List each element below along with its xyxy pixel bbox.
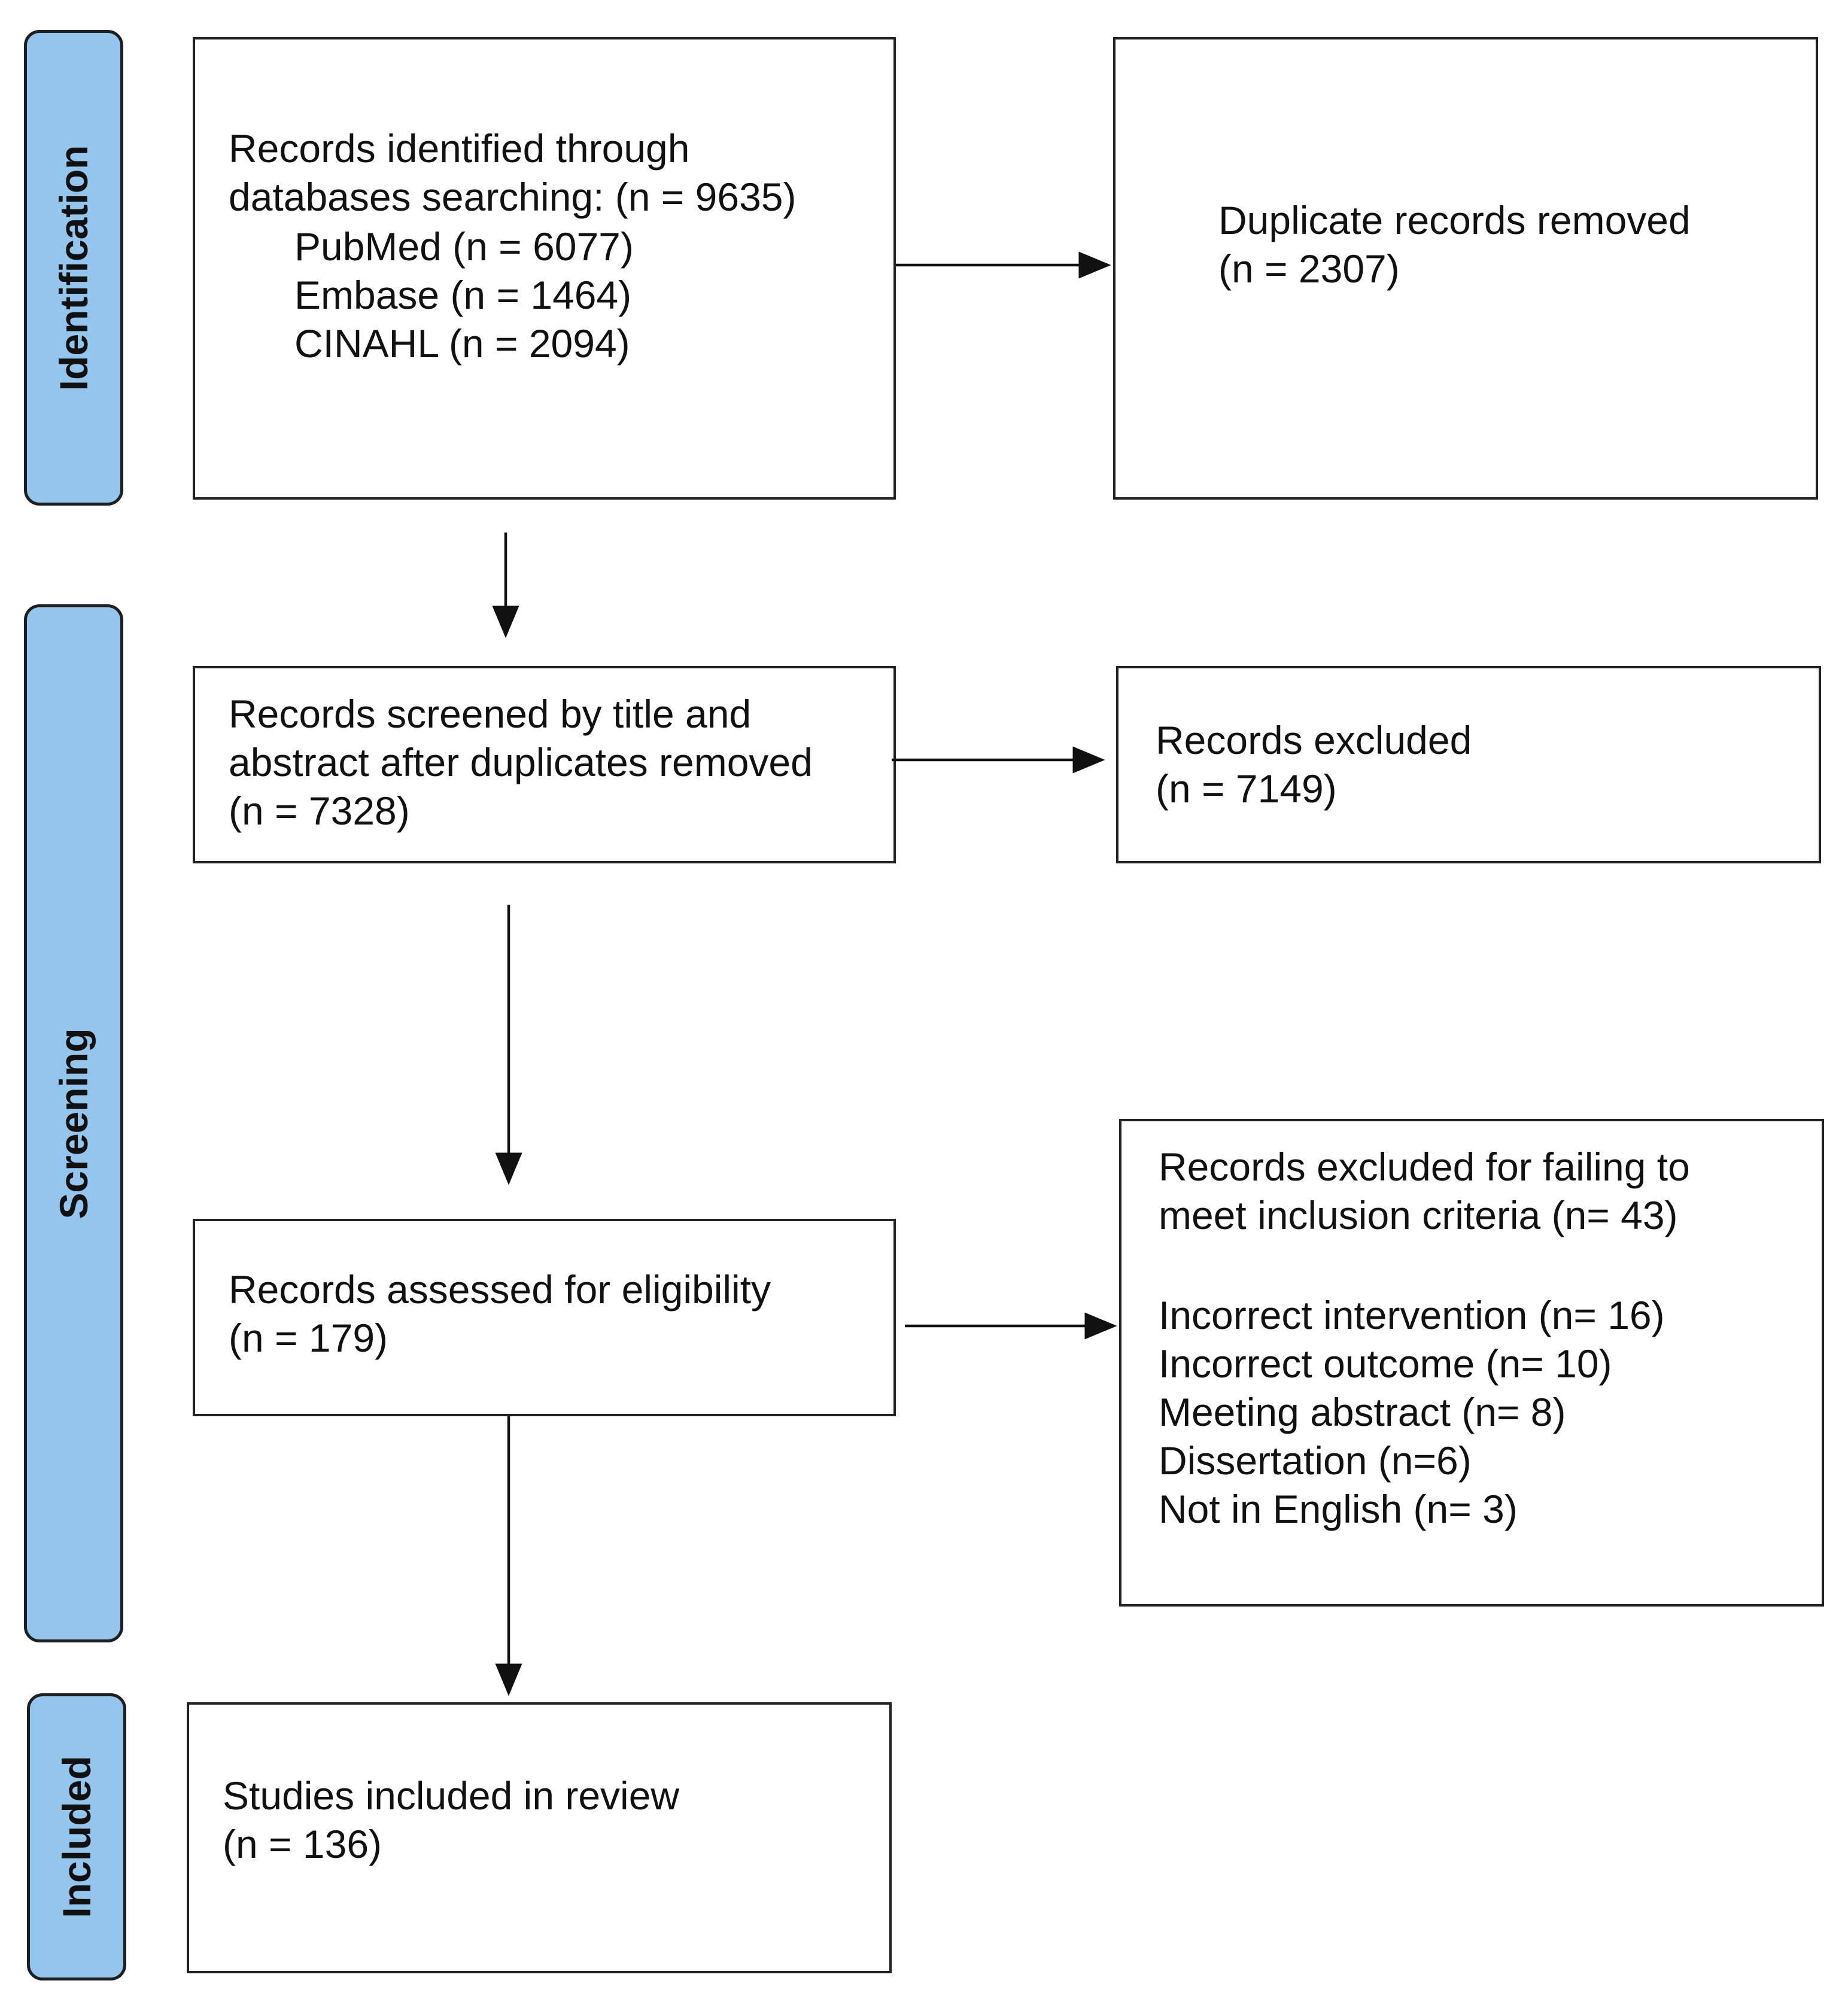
duplicates-text: Duplicate records removed (n = 2307) [1218,196,1691,293]
excluded-criteria-heading: Records excluded for failing to meet inc… [1159,1143,1690,1240]
screened-line-2: abstract after duplicates removed [229,740,813,784]
included-line-2: (n = 136) [223,1822,382,1866]
excluded-line-1: Records excluded [1156,718,1472,762]
excluded-text: Records excluded (n = 7149) [1156,716,1472,813]
eligibility-line-1: Records assessed for eligibility [229,1267,771,1312]
included-text: Studies included in review (n = 136) [223,1772,679,1869]
identified-records-box: Records identified through databases sea… [193,37,896,500]
identified-heading: Records identified through databases sea… [229,124,796,221]
included-line-1: Studies included in review [223,1773,680,1818]
screened-line-1: Records screened by title and [229,692,752,736]
phase-screening: Screening [24,604,123,1642]
screened-records-box: Records screened by title and abstract a… [193,666,896,863]
duplicates-removed-box: Duplicate records removed (n = 2307) [1113,37,1818,500]
phase-included: Included [27,1693,126,1980]
excluded-criteria-heading-1: Records excluded for failing to [1159,1145,1690,1189]
excluded-records-box: Records excluded (n = 7149) [1116,666,1821,863]
excluded-criteria-reasons: Incorrect intervention (n= 16) Incorrect… [1159,1291,1665,1534]
reason-not-in-english: Not in English (n= 3) [1159,1487,1518,1531]
reason-incorrect-outcome: Incorrect outcome (n= 10) [1159,1341,1612,1386]
eligibility-box: Records assessed for eligibility (n = 17… [193,1219,896,1416]
duplicates-line-1: Duplicate records removed [1218,198,1691,242]
source-embase: Embase (n = 1464) [294,273,632,317]
eligibility-text: Records assessed for eligibility (n = 17… [229,1265,771,1362]
included-studies-box: Studies included in review (n = 136) [187,1702,892,1973]
reason-meeting-abstract: Meeting abstract (n= 8) [1159,1390,1566,1434]
identified-sources: PubMed (n = 6077) Embase (n = 1464) CINA… [294,223,634,368]
phase-identification: Identification [24,30,123,506]
excluded-line-2: (n = 7149) [1156,766,1337,811]
screened-line-3: (n = 7328) [229,789,410,833]
excluded-criteria-heading-2: meet inclusion criteria (n= 43) [1159,1193,1678,1237]
reason-dissertation: Dissertation (n=6) [1159,1438,1472,1483]
source-pubmed: PubMed (n = 6077) [294,224,634,269]
reason-incorrect-intervention: Incorrect intervention (n= 16) [1159,1293,1665,1337]
screened-text: Records screened by title and abstract a… [229,690,813,835]
identified-heading-line-1: Records identified through [229,126,690,171]
excluded-criteria-box: Records excluded for failing to meet inc… [1119,1119,1824,1607]
source-cinahl: CINAHL (n = 2094) [294,321,630,366]
eligibility-line-2: (n = 179) [229,1316,388,1360]
identified-heading-line-2: databases searching: (n = 9635) [229,175,797,219]
duplicates-line-2: (n = 2307) [1218,247,1400,291]
